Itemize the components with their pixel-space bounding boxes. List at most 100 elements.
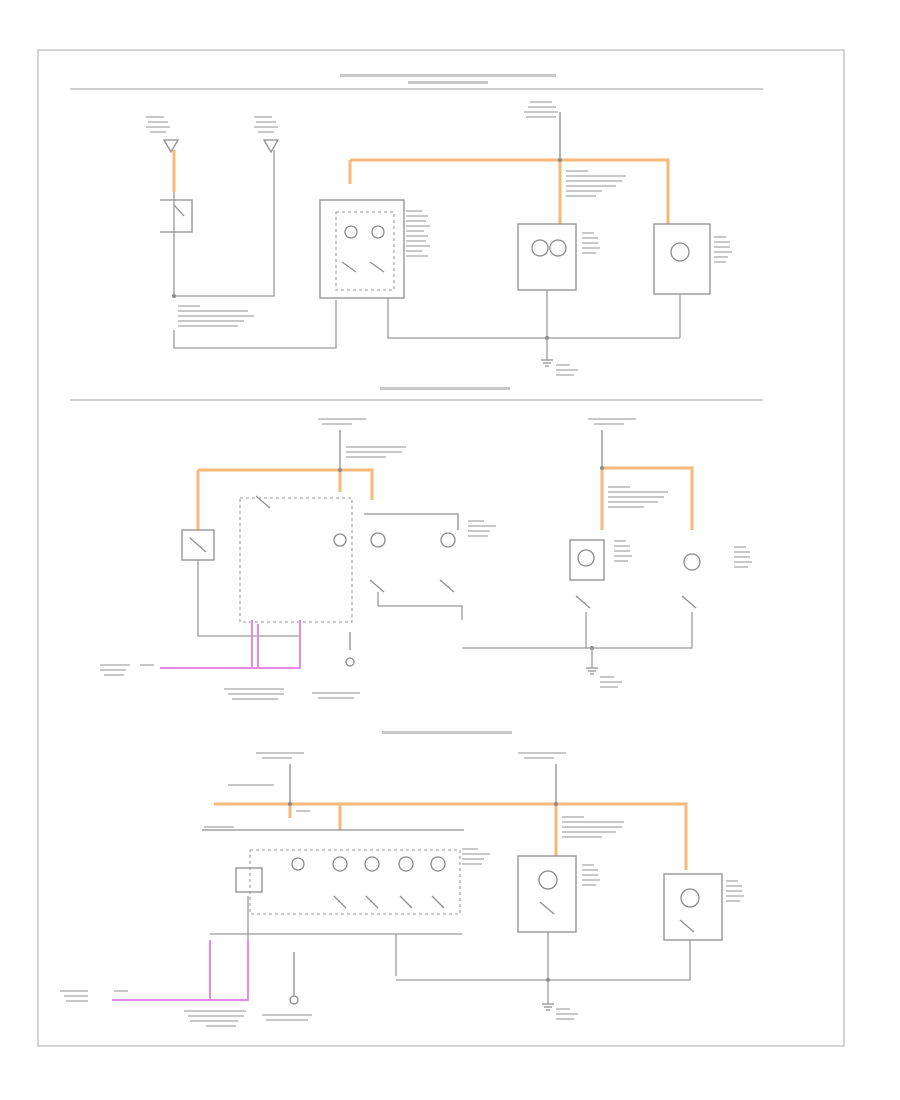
- fuse-icon: [262, 139, 280, 154]
- right-lamp-label-2: [734, 546, 752, 568]
- section-3: [60, 731, 744, 1027]
- module-internal: [239, 497, 353, 623]
- bulb-icon: [364, 856, 380, 872]
- power-wire: [340, 468, 374, 500]
- ground-icon: [289, 995, 299, 1005]
- bulb-icon: [683, 553, 701, 571]
- bulb-icon: [549, 239, 567, 257]
- connector-label-3: [184, 1010, 246, 1027]
- ground-label: [556, 364, 578, 376]
- signal-label-3: [60, 990, 128, 1002]
- switch-housing: [235, 867, 263, 893]
- power-wire: [214, 802, 292, 818]
- ground-icon: [542, 1003, 554, 1011]
- fuse-label-left-2: [254, 116, 278, 133]
- fuse-label-2b: [588, 418, 636, 425]
- switch-icon: [681, 595, 697, 609]
- lamp-label-3: [462, 848, 490, 865]
- power-wire: [350, 158, 670, 224]
- fuse-label-3c: [262, 1014, 312, 1021]
- bulb-icon: [670, 242, 690, 262]
- right-lamp-label: [714, 236, 732, 263]
- bulb-icon: [538, 870, 558, 890]
- switch-icon: [341, 261, 385, 273]
- section-3-title-text-block: [382, 731, 512, 734]
- splice-icon: [338, 468, 342, 472]
- bulb-icon: [531, 239, 549, 257]
- bulb-icon: [332, 856, 348, 872]
- page-frame: [37, 49, 845, 1047]
- splice-icon: [554, 802, 558, 806]
- left-lamp-housing: [517, 855, 577, 933]
- ground-wire: [197, 560, 301, 637]
- left-lamp-label: [582, 232, 600, 254]
- right-lamp-label-3: [726, 880, 744, 902]
- left-lamp-label-3: [582, 864, 600, 886]
- bulb-icon: [577, 549, 595, 567]
- power-wire: [290, 802, 342, 830]
- splice-label-2b: [608, 486, 668, 508]
- bulb-icon: [371, 225, 385, 239]
- fuse-label-center: [524, 101, 558, 118]
- ground-wire: [462, 612, 693, 649]
- splice-icon: [172, 294, 176, 298]
- bulb-icon: [680, 888, 700, 908]
- switch-icon: [189, 537, 207, 553]
- switch-icon: [369, 579, 455, 593]
- power-wire: [340, 802, 688, 870]
- connector-label-2: [224, 688, 284, 700]
- bulb-icon: [398, 856, 414, 872]
- lamp-label-2c: [468, 520, 496, 537]
- left-lamp-housing: [517, 223, 577, 291]
- left-lamp-label-2: [614, 540, 632, 562]
- splice-icon: [288, 802, 292, 806]
- switch-icon: [575, 595, 591, 609]
- fuse-label-3a: [256, 752, 304, 759]
- power-wire: [602, 466, 694, 530]
- ground-wire: [387, 290, 681, 339]
- module-internal: [335, 211, 395, 291]
- right-lamp-housing: [663, 873, 723, 941]
- signal-label-2: [100, 664, 154, 676]
- bulb-icon: [291, 857, 305, 871]
- fuse-icon: [162, 139, 180, 154]
- power-wire: [198, 468, 342, 492]
- bulb-icon: [440, 532, 456, 548]
- switch-housing: [160, 199, 193, 233]
- bulb-icon: [430, 856, 446, 872]
- splice-label-2a: [346, 446, 406, 458]
- ground-wire: [396, 932, 691, 981]
- fuse-label-2a: [318, 418, 366, 425]
- signal-wire: [160, 620, 301, 669]
- splice-icon: [558, 158, 562, 162]
- ground-wire: [173, 150, 275, 297]
- left-lamp-housing: [569, 539, 605, 581]
- section-1-title-text-block: [340, 74, 556, 77]
- switch-icon: [679, 919, 695, 933]
- section-1-subtitle-text-block: [408, 81, 488, 84]
- splice-label-3b: [562, 816, 624, 838]
- bulb-icon: [370, 532, 386, 548]
- feed-wire: [289, 764, 557, 804]
- light-switch-module: [319, 199, 405, 299]
- ground-icon: [541, 359, 553, 367]
- switch-icon: [173, 204, 185, 217]
- switch-icon: [333, 895, 445, 909]
- right-lamp-housing: [653, 223, 711, 295]
- fuse-label-3b: [518, 752, 566, 759]
- splice-label-3a: [204, 784, 310, 828]
- module-internal: [249, 849, 461, 915]
- ground-wire: [377, 592, 463, 620]
- signal-wire: [112, 940, 249, 1001]
- section-2-title-text-block: [380, 387, 510, 390]
- switch-icon: [539, 901, 555, 915]
- ground-label-2: [600, 676, 622, 688]
- module-label: [406, 210, 430, 257]
- bulb-icon: [333, 533, 347, 547]
- ground-wire: [173, 300, 337, 349]
- lamp-bus: [364, 513, 459, 530]
- bulb-icon: [344, 225, 358, 239]
- ground-icon: [345, 657, 355, 667]
- fuse-label-left-1: [146, 116, 170, 133]
